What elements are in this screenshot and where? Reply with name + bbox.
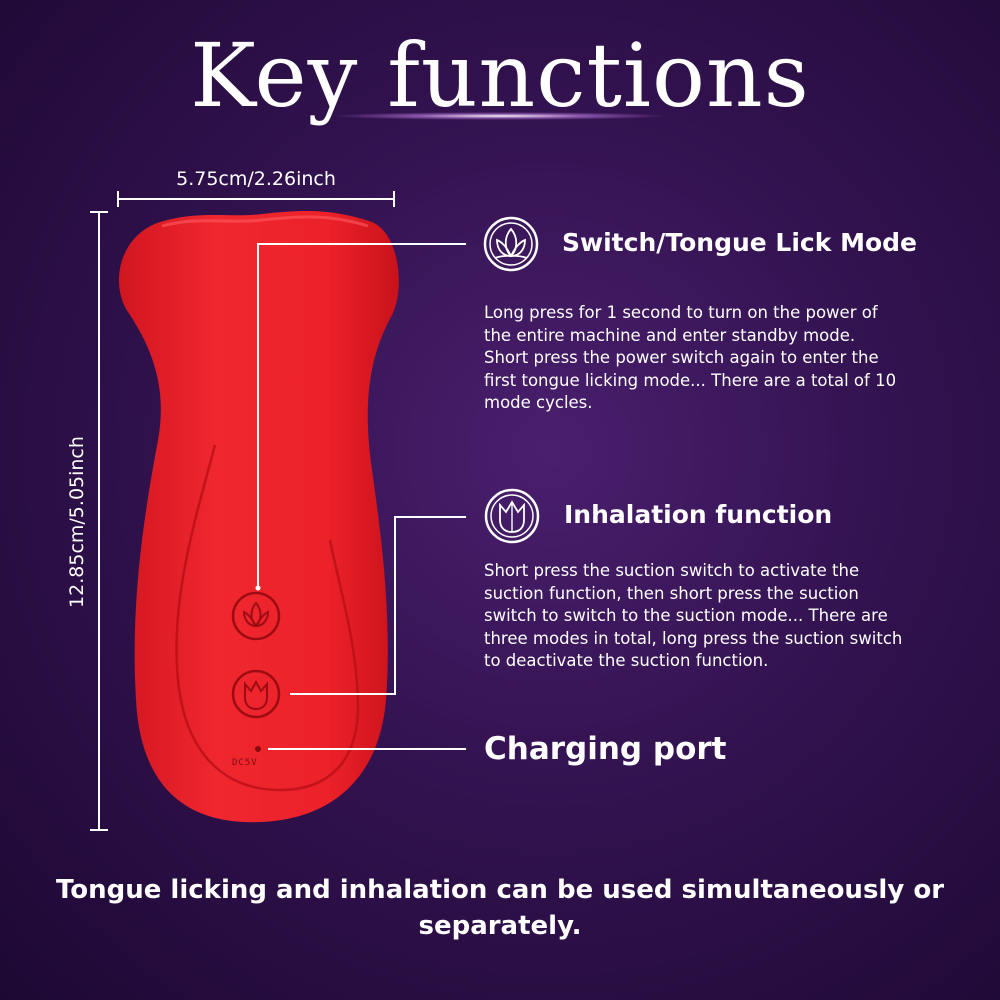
footer-note: Tongue licking and inhalation can be use… (55, 875, 945, 941)
lotus-icon (483, 216, 539, 272)
tulip-icon (484, 488, 540, 544)
leader-dot-1 (255, 585, 261, 591)
feature-title-inhalation: Inhalation function (564, 500, 833, 529)
leader-lines (257, 243, 466, 750)
feature-title-tongue-lick: Switch/Tongue Lick Mode (562, 228, 917, 257)
title-glow (330, 112, 670, 120)
device-lotus-button (231, 591, 281, 641)
device-top-highlight (161, 215, 369, 228)
feature-description-tongue-lick: Long press for 1 second to turn on the p… (484, 303, 897, 412)
dimension-width-label: 5.75cm/2.26inch (176, 168, 336, 190)
feature-description-inhalation: Short press the suction switch to activa… (484, 561, 903, 670)
feature-title-charging-port: Charging port (484, 731, 727, 767)
charging-port-dot (255, 746, 261, 752)
port-label: DC5V (232, 758, 258, 768)
width-dimension-line (117, 191, 395, 207)
device-panel-outline (175, 444, 360, 792)
page-title: Key functions (190, 24, 810, 127)
device-tulip-button (231, 669, 281, 719)
height-dimension-line (90, 211, 108, 831)
